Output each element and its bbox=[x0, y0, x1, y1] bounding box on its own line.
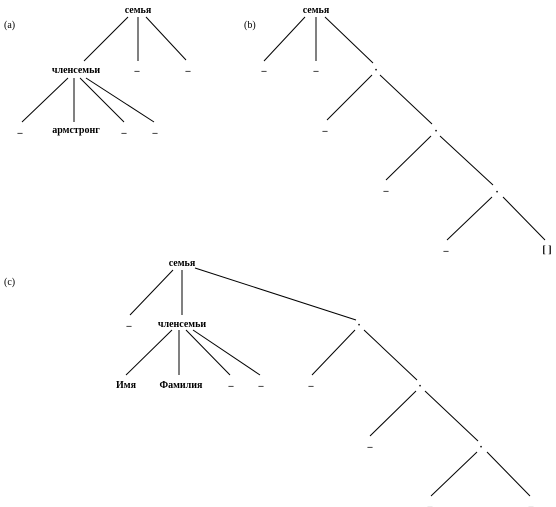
panel-c-member-3: _ bbox=[228, 377, 235, 388]
panel-c-leaf-5: _ bbox=[528, 498, 535, 507]
panel-a-root-node: семья bbox=[125, 5, 152, 16]
panel-a: (a) семья членсемьи _ _ _ армстронг _ _ bbox=[4, 5, 192, 136]
panel-a-member-3: _ bbox=[121, 124, 128, 135]
panel-c-member-1: Имя bbox=[116, 380, 137, 391]
panel-c-dot-3: · bbox=[479, 442, 482, 453]
panel-a-label: (a) bbox=[4, 20, 15, 31]
panel-b-leaf-4: _ bbox=[383, 182, 390, 193]
panel-c-label: (c) bbox=[4, 277, 15, 288]
panel-b-leaf-2: _ bbox=[313, 62, 320, 73]
panel-a-leaf-1: _ bbox=[134, 62, 141, 73]
panel-b-dot-3: · bbox=[495, 187, 498, 198]
panel-b-edges bbox=[263, 16, 546, 241]
panel-a-leaf-2: _ bbox=[185, 62, 192, 73]
panel-b-leaf-1: _ bbox=[261, 62, 268, 73]
panel-a-member-2: армстронг bbox=[52, 125, 100, 136]
panel-c-members-node: членсемьи bbox=[158, 319, 207, 330]
panel-c-leaf-3: _ bbox=[367, 438, 374, 449]
panel-b-dot-1: · bbox=[374, 65, 377, 76]
panel-c: (c) семья _ членсемьи Имя Фамилия _ _ · … bbox=[4, 258, 535, 507]
panel-c-member-4: _ bbox=[258, 377, 265, 388]
panel-c-dot-1: · bbox=[357, 320, 360, 331]
panel-b-leaf-3: _ bbox=[322, 122, 329, 133]
panel-a-members-node: членсемьи bbox=[52, 65, 101, 76]
panel-a-member-1: _ bbox=[17, 124, 24, 135]
panel-a-edges bbox=[21, 16, 187, 123]
panel-b-root-node: семья bbox=[303, 5, 330, 16]
panel-c-member-2: Фамилия bbox=[160, 380, 204, 391]
panel-c-root-node: семья bbox=[169, 258, 196, 269]
panel-a-member-4: _ bbox=[152, 124, 159, 135]
panel-b-leaf-5: _ bbox=[443, 242, 450, 253]
panel-b-label: (b) bbox=[244, 20, 256, 31]
panel-c-dot-2: · bbox=[418, 381, 421, 392]
panel-c-edges bbox=[125, 267, 531, 497]
panel-b-empty-list: [ ] bbox=[542, 245, 551, 256]
panel-b: (b) семья _ _ · _ · _ · _ [ ] bbox=[244, 5, 552, 256]
panel-c-leaf-4: _ bbox=[427, 498, 434, 507]
panel-c-leaf-1: _ bbox=[126, 317, 133, 328]
panel-c-leaf-2: _ bbox=[308, 377, 315, 388]
panel-b-dot-2: · bbox=[434, 126, 437, 137]
